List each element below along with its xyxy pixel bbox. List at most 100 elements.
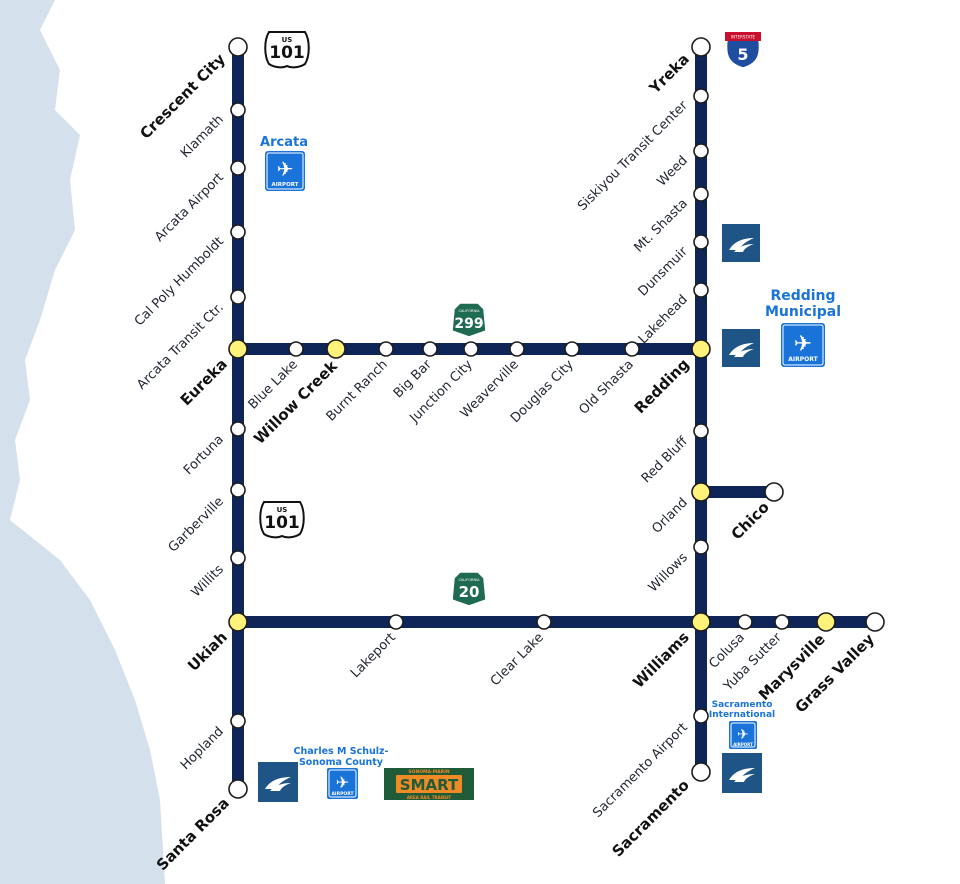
- station-ukiah[interactable]: [228, 612, 248, 632]
- us101-shield-top: US 101: [264, 31, 310, 69]
- svg-text:SMART: SMART: [400, 776, 459, 794]
- airport-arcata: Arcata ✈ AIRPORT: [260, 135, 308, 191]
- station-grass-valley[interactable]: [865, 612, 885, 632]
- svg-text:20: 20: [459, 583, 480, 601]
- station-colusa[interactable]: [737, 614, 753, 630]
- svg-text:US: US: [282, 36, 293, 44]
- svg-text:AREA RAIL TRANSIT: AREA RAIL TRANSIT: [407, 795, 452, 800]
- station-weed[interactable]: [693, 143, 709, 159]
- label-lakeport: Lakeport: [348, 630, 399, 681]
- svg-text:CALIFORNIA: CALIFORNIA: [458, 578, 480, 582]
- airport-sacramento: Sacramento International ✈ AIRPORT: [709, 700, 775, 749]
- station-willow-creek[interactable]: [326, 339, 346, 359]
- station-junction-city[interactable]: [463, 341, 479, 357]
- label-klamath: Klamath: [178, 112, 227, 161]
- label-weed: Weed: [655, 153, 691, 189]
- station-willows[interactable]: [693, 539, 709, 555]
- airport-icon: ✈ AIRPORT: [729, 721, 757, 749]
- svg-text:AIRPORT: AIRPORT: [788, 356, 818, 363]
- station-orland[interactable]: [691, 482, 711, 502]
- station-mt-shasta[interactable]: [693, 186, 709, 202]
- station-willits[interactable]: [230, 550, 246, 566]
- svg-text:AIRPORT: AIRPORT: [733, 742, 753, 747]
- airport-redding-name-line2: Municipal: [765, 304, 841, 320]
- label-old-shasta: Old Shasta: [576, 357, 636, 417]
- airport-redding-name-line1: Redding: [770, 288, 835, 304]
- station-chico[interactable]: [764, 482, 784, 502]
- station-dunsmuir[interactable]: [693, 234, 709, 250]
- station-santa-rosa[interactable]: [228, 779, 248, 799]
- ca20-shield: CALIFORNIA 20: [451, 571, 487, 607]
- amtrak-redding-icon: [722, 329, 760, 367]
- station-cal-poly-humboldt[interactable]: [230, 224, 246, 240]
- station-yuba-sutter[interactable]: [774, 614, 790, 630]
- label-clear-lake: Clear Lake: [488, 630, 547, 689]
- label-garberville: Garberville: [166, 494, 227, 555]
- ocean-coastline: [0, 0, 165, 884]
- smart-logo: SONOMA·MARIN SMART AREA RAIL TRANSIT: [384, 768, 474, 800]
- station-hopland[interactable]: [230, 713, 246, 729]
- amtrak-santa-rosa-icon: [258, 762, 298, 802]
- svg-text:✈: ✈: [794, 332, 812, 357]
- station-lakehead[interactable]: [693, 282, 709, 298]
- airport-icon: ✈ AIRPORT: [781, 323, 825, 367]
- svg-text:AIRPORT: AIRPORT: [331, 791, 354, 797]
- station-burnt-ranch[interactable]: [378, 341, 394, 357]
- airport-sonoma: Charles M Schulz- Sonoma County ✈ AIRPOR…: [294, 746, 389, 799]
- station-redding[interactable]: [691, 339, 711, 359]
- station-crescent-city[interactable]: [228, 37, 248, 57]
- label-yreka: Yreka: [645, 50, 693, 98]
- station-douglas-city[interactable]: [564, 341, 580, 357]
- label-ukiah: Ukiah: [184, 628, 231, 675]
- label-fortuna: Fortuna: [181, 432, 227, 478]
- station-lakeport[interactable]: [388, 614, 404, 630]
- i5-shield: INTERSTATE 5: [725, 32, 761, 69]
- station-red-bluff[interactable]: [693, 423, 709, 439]
- amtrak-sacramento-icon: [722, 753, 762, 793]
- station-eureka[interactable]: [228, 339, 248, 359]
- airport-sonoma-name-line1: Charles M Schulz-: [294, 746, 389, 757]
- label-red-bluff: Red Bluff: [639, 433, 692, 486]
- label-santa-rosa: Santa Rosa: [153, 794, 233, 874]
- label-willows: Willows: [646, 550, 691, 595]
- station-blue-lake[interactable]: [288, 341, 304, 357]
- svg-text:✈: ✈: [737, 727, 749, 743]
- station-marysville[interactable]: [816, 612, 836, 632]
- station-arcata-transit-ctr[interactable]: [230, 289, 246, 305]
- svg-text:101: 101: [269, 43, 305, 63]
- label-williams: Williams: [629, 628, 693, 692]
- label-hopland: Hopland: [178, 724, 227, 773]
- airport-arcata-name: Arcata: [260, 135, 308, 150]
- label-willits: Willits: [189, 562, 227, 600]
- station-williams[interactable]: [691, 612, 711, 632]
- station-yreka[interactable]: [691, 37, 711, 57]
- ca299-shield: CALIFORNIA 299: [451, 302, 487, 338]
- stations: [228, 37, 885, 799]
- svg-text:5: 5: [737, 45, 748, 64]
- station-clear-lake[interactable]: [536, 614, 552, 630]
- svg-text:CALIFORNIA: CALIFORNIA: [458, 309, 480, 313]
- station-klamath[interactable]: [230, 102, 246, 118]
- svg-text:✈: ✈: [336, 773, 349, 792]
- label-chico: Chico: [728, 498, 773, 543]
- svg-text:299: 299: [454, 316, 483, 332]
- station-weaverville[interactable]: [509, 341, 525, 357]
- label-lakehead: Lakehead: [636, 292, 691, 347]
- station-garberville[interactable]: [230, 482, 246, 498]
- svg-text:INTERSTATE: INTERSTATE: [731, 35, 755, 40]
- station-sacramento[interactable]: [691, 762, 711, 782]
- station-sacramento-airport[interactable]: [693, 708, 709, 724]
- svg-text:US: US: [277, 506, 288, 514]
- svg-text:✈: ✈: [277, 157, 294, 181]
- airport-redding: Redding Municipal ✈ AIRPORT: [765, 288, 841, 367]
- station-fortuna[interactable]: [230, 421, 246, 437]
- station-arcata-airport[interactable]: [230, 160, 246, 176]
- station-big-bar[interactable]: [422, 341, 438, 357]
- airport-icon: ✈ AIRPORT: [327, 768, 358, 799]
- svg-text:SONOMA·MARIN: SONOMA·MARIN: [408, 769, 449, 775]
- station-siskiyou-transit-center[interactable]: [693, 88, 709, 104]
- svg-text:101: 101: [264, 513, 300, 533]
- airport-sacramento-name-line1: Sacramento: [712, 700, 773, 710]
- station-old-shasta[interactable]: [624, 341, 640, 357]
